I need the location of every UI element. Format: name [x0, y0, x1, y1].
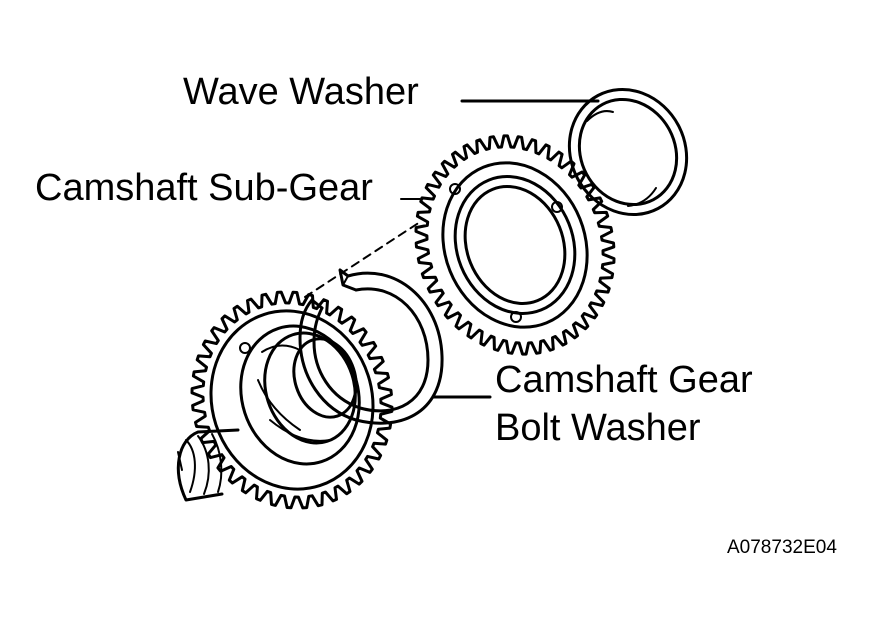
label-wave-washer: Wave Washer [183, 71, 419, 113]
label-bolt-washer: Bolt Washer [495, 407, 701, 449]
alignment-dashed-line [304, 221, 421, 298]
sub-gear-teeth [414, 134, 616, 356]
wave-washer-part [567, 87, 689, 217]
label-camshaft-gear: Camshaft Gear [495, 359, 753, 401]
figure-code: A078732E04 [727, 537, 837, 558]
camshaft-gear-bolt-washer-part [298, 268, 444, 425]
camshaft-gear-assembly [176, 290, 394, 510]
label-camshaft-sub-gear: Camshaft Sub-Gear [35, 167, 373, 209]
camshaft-sub-gear-part [414, 134, 616, 356]
main-gear-teeth [190, 290, 394, 510]
